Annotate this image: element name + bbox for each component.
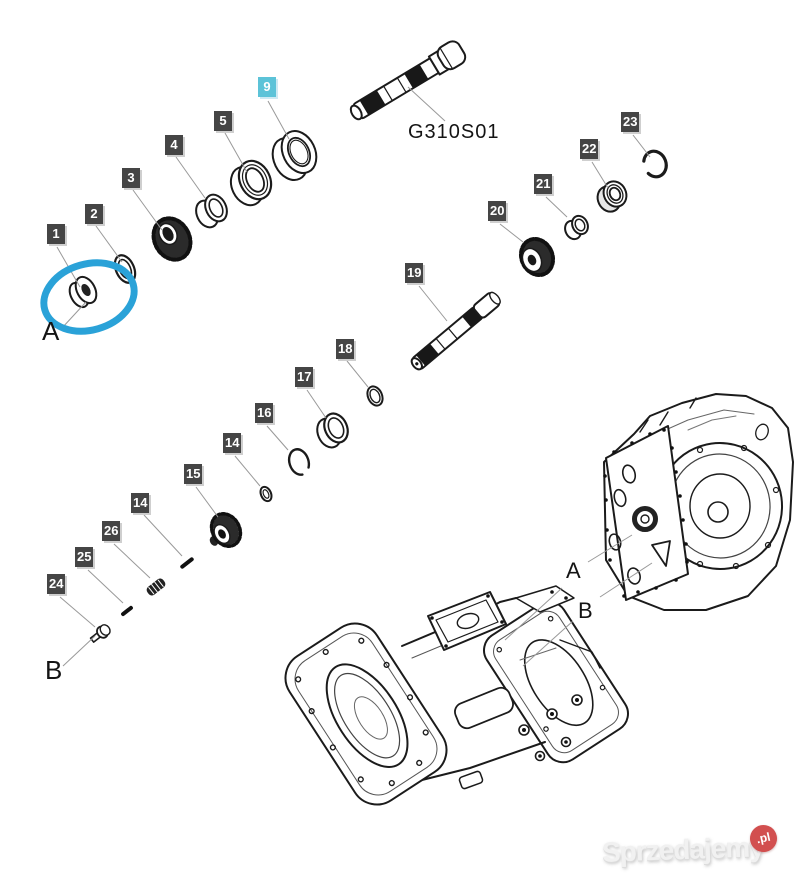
rear-housing-drawing	[603, 393, 794, 611]
part-17-bearing-drawing	[316, 412, 349, 449]
part-4-drawing	[195, 193, 228, 229]
counter-shaft-drawing	[410, 291, 501, 371]
callout-b-right: B	[578, 598, 593, 623]
leader-lines	[56, 86, 653, 667]
part-label-3: 3	[122, 168, 140, 188]
part-label-19: 19	[405, 263, 424, 283]
part-label-16: 16	[255, 403, 274, 423]
part-label-21: 21	[534, 174, 553, 194]
part-22-bearing-drawing	[596, 180, 628, 213]
part-21-bushing-drawing	[564, 214, 589, 241]
callout-a-left: A	[42, 316, 60, 346]
part-label-17: 17	[295, 367, 314, 387]
part-label-4: 4	[165, 135, 183, 155]
part-label-22: 22	[580, 139, 599, 159]
part-label-20: 20	[488, 201, 507, 221]
part-label-1: 1	[47, 224, 65, 244]
main-shaft-drawing	[349, 40, 467, 121]
part-label-14-right: 14	[223, 433, 242, 453]
part-label-24: 24	[47, 574, 66, 594]
part-9-bearing-drawing	[271, 130, 318, 181]
callout-a-right: A	[566, 558, 581, 583]
part-label-5: 5	[214, 111, 232, 131]
callout-b-left: B	[45, 655, 63, 685]
part-label-18: 18	[336, 339, 355, 359]
part-label-2: 2	[85, 204, 103, 224]
part-23-snap-ring-drawing	[642, 149, 668, 179]
highlight-ellipse	[40, 259, 138, 335]
watermark-text: Sprzedajemy	[601, 831, 765, 868]
part-5-bearing-drawing	[229, 159, 273, 207]
part-25-pin-drawing	[121, 605, 133, 617]
part-18-drawing	[366, 385, 384, 407]
part-14-left-pin-drawing	[180, 557, 194, 569]
part-label-15: 15	[184, 464, 203, 484]
part-label-9-highlighted: 9	[258, 77, 276, 97]
part-14-right-drawing	[259, 485, 273, 503]
part-20-gear-drawing	[518, 236, 556, 278]
part-16-snap-ring-drawing	[287, 448, 311, 476]
part-15-gear-drawing	[209, 512, 243, 548]
part-label-26: 26	[102, 521, 121, 541]
part-24-bolt-drawing	[89, 624, 111, 643]
shaft-code-label: G310S01	[408, 121, 500, 143]
part-3-gear-drawing	[151, 216, 193, 262]
part-label-23: 23	[621, 112, 640, 132]
part-label-14-left: 14	[131, 493, 150, 513]
part-1-drawing	[68, 275, 98, 309]
part-label-25: 25	[75, 547, 94, 567]
part-26-spring-drawing	[146, 578, 166, 596]
